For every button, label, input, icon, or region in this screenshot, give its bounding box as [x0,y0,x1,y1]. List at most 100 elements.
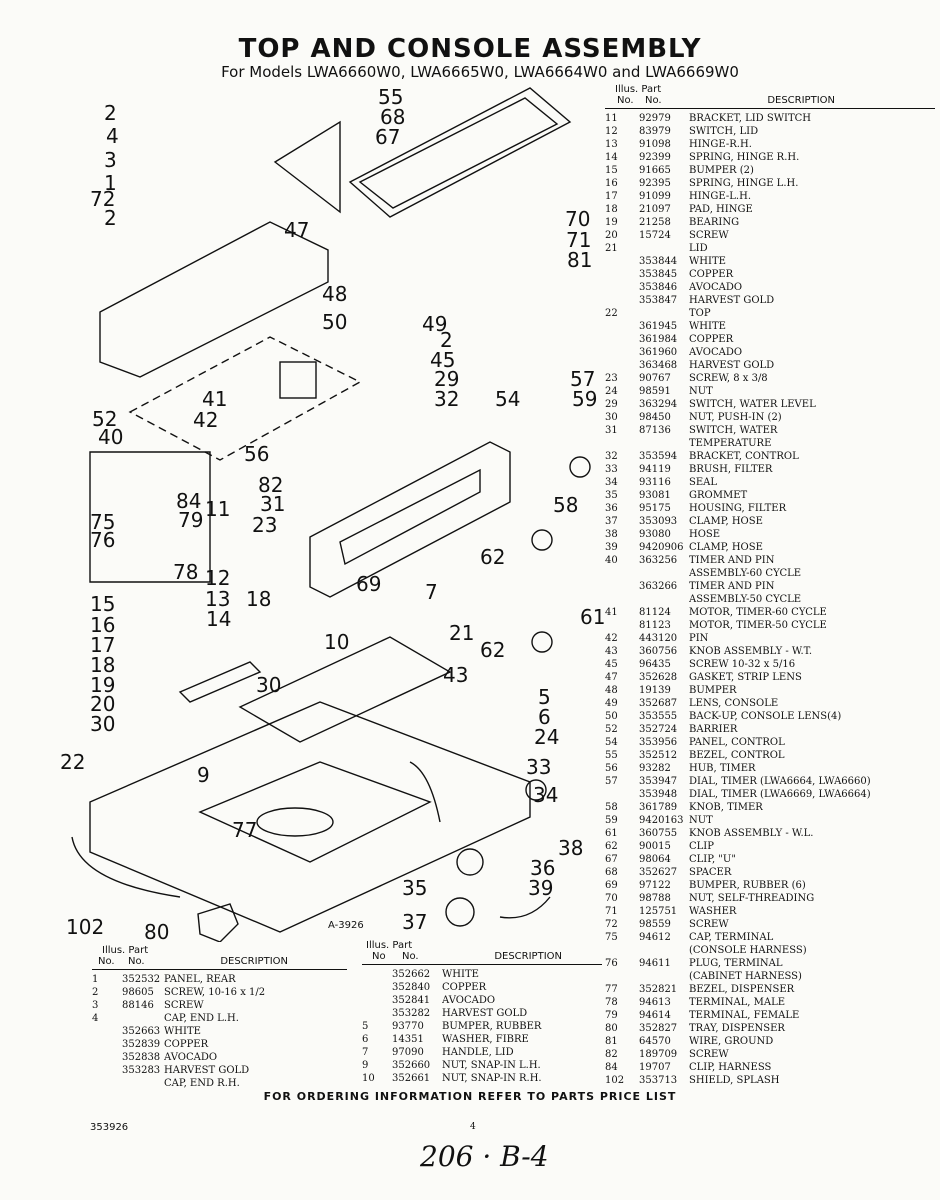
callout-62: 62 [480,545,506,569]
part-description: WHITE [689,256,726,267]
illus-number [362,1007,392,1020]
part-number: 95175 [639,503,671,514]
part-description: CAP, END L.H. [164,1013,239,1024]
illus-number: 32 [605,451,618,462]
callout-12: 12 [205,566,231,590]
part-description: HARVEST GOLD [689,360,775,371]
illus-number: 5 [362,1021,369,1032]
table-head-illus-part: Illus. Part [102,945,149,956]
part-number [639,593,689,606]
illus-number [92,1077,122,1090]
illus-number [605,580,639,593]
part-number: 352821 [639,984,678,995]
part-description: SPRING, HINGE R.H. [689,152,800,163]
callout-84: 84 [176,489,202,513]
part-description: TERMINAL, MALE [689,997,786,1008]
part-description: SPACER [689,867,732,878]
part-description: DIAL, TIMER (LWA6664, LWA6660) [689,776,871,787]
illus-number [605,359,639,372]
callout-24: 24 [534,725,560,749]
table-head-part-no: No. [128,956,145,967]
callout-34: 34 [533,783,559,807]
part-description: WHITE [164,1026,201,1037]
part-description: SEAL [689,477,718,488]
part-description: HANDLE, LID [442,1047,514,1058]
part-description: NUT [689,815,713,826]
illus-number: 102 [605,1075,625,1086]
part-description: NUT, SNAP-IN R.H. [442,1073,542,1084]
part-description: PAD, HINGE [689,204,753,215]
callout-67: 67 [375,125,401,149]
part-description: AVOCADO [689,282,743,293]
part-description: COPPER [689,334,734,345]
part-description: BEZEL, CONTROL [689,750,785,761]
illus-number: 30 [605,412,618,423]
illus-number: 35 [605,490,618,501]
illus-number: 34 [605,477,618,488]
part-number: 96435 [639,659,671,670]
illus-number: 41 [605,607,618,618]
illus-number: 55 [605,750,618,761]
part-description: CLAMP, HOSE [689,542,763,553]
callout-2: 2 [440,328,453,352]
part-number: 92979 [639,113,671,124]
part-number: 91665 [639,165,671,176]
part-description: HOSE [689,529,721,540]
part-number [639,567,689,580]
part-description: SCREW, 8 x 3/8 [689,373,768,384]
part-number: 352627 [639,867,678,878]
illus-number: 9 [362,1060,369,1071]
part-description: TIMER AND PIN [689,555,775,566]
illus-number: 76 [605,958,618,969]
illus-number [605,294,639,307]
illus-number [605,593,639,606]
part-description: TERMINAL, FEMALE [689,1010,800,1021]
illus-number: 48 [605,685,618,696]
callout-68: 68 [380,105,406,129]
part-number: 92399 [639,152,671,163]
part-number: 352687 [639,698,678,709]
illus-number [92,1025,122,1038]
document-number: 353926 [90,1122,129,1133]
ordering-note: FOR ORDERING INFORMATION REFER TO PARTS … [263,1090,677,1103]
callout-11: 11 [205,497,231,521]
part-number: 91098 [639,139,671,150]
part-number: 352628 [639,672,678,683]
illus-number: 71 [605,906,618,917]
illus-number: 56 [605,763,618,774]
part-description: (CONSOLE HARNESS) [689,945,807,956]
illus-number: 31 [605,425,618,436]
part-description: AVOCADO [164,1052,218,1063]
callout-71: 71 [566,228,592,252]
part-number: 352724 [639,724,678,735]
callout-69: 69 [356,572,382,596]
part-number: 94119 [639,464,671,475]
callout-56: 56 [244,442,270,466]
part-description: AVOCADO [689,347,743,358]
illus-number: 37 [605,516,618,527]
callout-43: 43 [443,663,469,687]
callout-9: 9 [197,763,210,787]
part-number: 90767 [639,373,671,384]
part-number: 94613 [639,997,671,1008]
callout-47: 47 [284,218,310,242]
part-number: 352663 [122,1026,161,1037]
part-number: 14351 [392,1034,424,1045]
callout-22: 22 [60,750,86,774]
part-description: KNOB ASSEMBLY - W.L. [689,828,814,839]
part-description: LID [689,243,708,254]
part-description: HINGE-L.H. [689,191,751,202]
